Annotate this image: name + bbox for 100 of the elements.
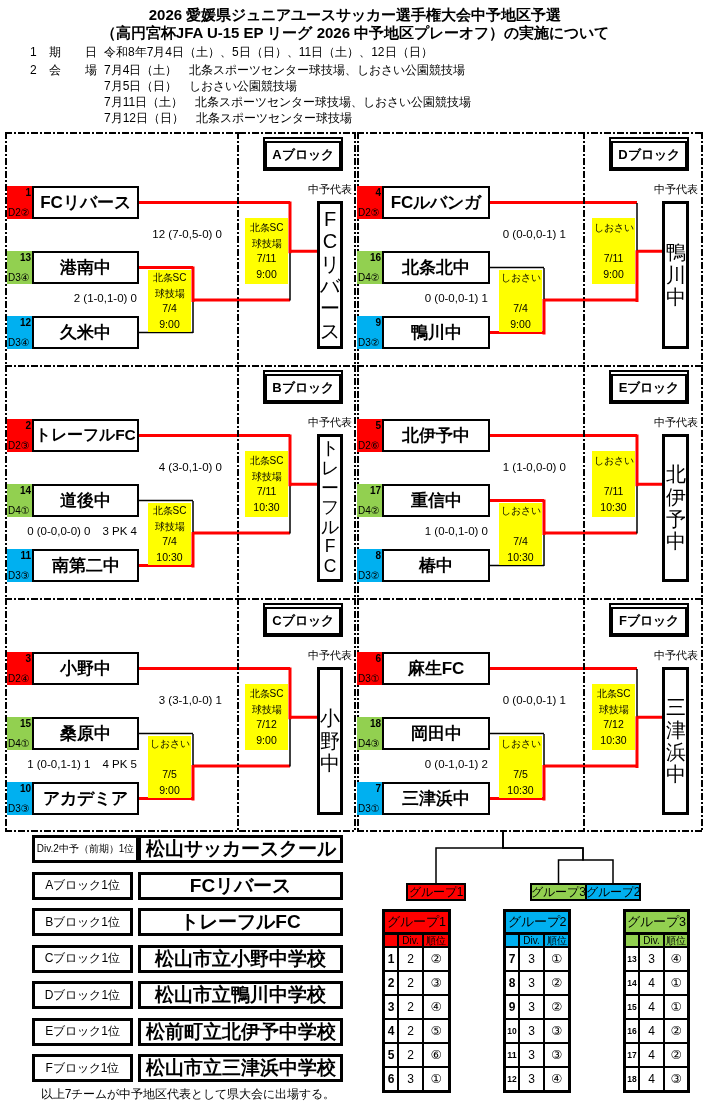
team-box: 椿中	[382, 549, 490, 582]
connector-line	[139, 797, 193, 800]
table-cell: ②	[665, 1020, 687, 1042]
table-cell: 16	[626, 1020, 638, 1042]
match-date: 7/4	[161, 301, 178, 316]
seed-number: 2	[25, 420, 31, 431]
kickoff-time: 10:30	[599, 732, 628, 748]
table-cell: 1	[385, 948, 397, 970]
division-rank: D4③	[358, 738, 380, 749]
table-cell: 2	[399, 972, 422, 994]
group-label-box: グループ1	[406, 883, 466, 901]
kickoff-time: 9:00	[158, 316, 181, 332]
venue-name: しおさい	[148, 737, 191, 751]
column-header: 順位	[424, 935, 448, 946]
venue-name: 北条SC球技場	[151, 504, 188, 534]
score-text: 4 (3-0,1-0) 0	[158, 460, 222, 475]
seed-number: 4	[375, 187, 381, 198]
team-box: トレーフルFC	[32, 419, 139, 452]
division-rank: D2⑤	[358, 207, 380, 218]
seed-number: 15	[19, 718, 31, 729]
table-cell: 3	[520, 1044, 543, 1066]
division-rank: D3①	[358, 673, 380, 684]
table-cell: 13	[626, 948, 638, 970]
table-cell: 11	[506, 1044, 518, 1066]
match-date: 7/4	[512, 534, 529, 549]
table-cell: ③	[545, 1020, 568, 1042]
match-date: 7/12	[602, 717, 625, 732]
note-text: 以上7チームが中予地区代表として県大会に出場する。	[40, 1087, 336, 1102]
seed-tag	[7, 717, 32, 750]
table-header: グループ2	[506, 912, 568, 932]
venue-name: しおさい	[499, 504, 542, 518]
division-rank: D2②	[8, 207, 30, 218]
score-text: 0 (0-1,0-1) 2	[424, 757, 488, 772]
block-frame	[5, 132, 356, 367]
column-header: 順位	[665, 935, 687, 946]
kickoff-time: 10:30	[599, 499, 628, 515]
kickoff-time: 10:30	[155, 549, 184, 565]
block-title-box: Eブロック	[609, 370, 689, 404]
table-header: グループ3	[626, 912, 687, 932]
schedule-text: 7月12日（日） 北条スポーツセンター球技場	[104, 111, 353, 126]
group-label-box: グループ3	[530, 883, 587, 901]
venue-name: 北条SC球技場	[151, 271, 188, 301]
block-frame	[5, 365, 356, 600]
table-cell: 3	[520, 1068, 543, 1090]
score-text: 1 (0-0,1-1) 1 4 PK 5	[27, 757, 137, 772]
seed-number: 16	[369, 252, 381, 263]
connector-line	[290, 482, 317, 486]
score-text: 1 (0-0,1-0) 0	[424, 524, 488, 539]
caption-text: 中予代表	[653, 648, 698, 662]
table-cell: 15	[626, 996, 638, 1018]
block-title-box: Dブロック	[609, 137, 689, 171]
seed-number: 1	[25, 187, 31, 198]
table-cell: 4	[640, 972, 663, 994]
block-title-box: Bブロック	[263, 370, 343, 404]
column-header: Div.	[640, 935, 663, 946]
table-cell: 3	[640, 948, 663, 970]
seed-tag	[7, 251, 32, 284]
score-text: 0 (0-0,0-0) 0 3 PK 4	[27, 524, 137, 539]
match-date: 7/4	[512, 301, 529, 316]
table-cell: 18	[626, 1068, 638, 1090]
connector-line	[139, 667, 290, 670]
division-rank: D4②	[358, 272, 380, 283]
team-box: 南第二中	[32, 549, 139, 582]
venue-name: しおさい	[499, 271, 542, 285]
connector-line	[138, 499, 194, 502]
team-box: 久米中	[32, 316, 139, 349]
table-cell: 12	[506, 1068, 518, 1090]
team-box: 岡田中	[382, 717, 490, 750]
qualifier-name-box: 松山市立鴨川中学校	[138, 981, 343, 1009]
connector-line	[637, 249, 662, 253]
team-box: 重信中	[382, 484, 490, 517]
match-date: 7/5	[161, 767, 178, 782]
block-title-box: Fブロック	[609, 603, 689, 637]
connector-line	[139, 434, 290, 437]
winner-name: トレーフルFC	[321, 439, 339, 577]
table-cell: 2	[399, 1044, 422, 1066]
connector-line	[139, 266, 193, 269]
seed-tag	[7, 419, 32, 452]
connector-line	[490, 331, 544, 334]
table-cell: 17	[626, 1044, 638, 1066]
division-rank: D4①	[8, 738, 30, 749]
venue-name: しおさい	[592, 221, 635, 235]
venue-name: 北条SC球技場	[248, 687, 285, 717]
kickoff-time: 9:00	[255, 266, 278, 282]
match-date: 7/11	[255, 484, 278, 499]
team-box: FCルバンガ	[382, 186, 490, 219]
table-cell: ③	[545, 1044, 568, 1066]
table-cell: ④	[665, 948, 687, 970]
table-cell: 3	[520, 1020, 543, 1042]
seed-tag	[7, 484, 32, 517]
match-date: 7/11	[602, 251, 625, 266]
division-rank: D3②	[358, 337, 380, 348]
score-text: 0 (0-0,0-1) 1	[424, 291, 488, 306]
qualifier-label-box: Eブロック1位	[32, 1017, 133, 1046]
venue-name: しおさい	[592, 454, 635, 468]
qualifier-label-box: Dブロック1位	[32, 981, 133, 1009]
winner-name: FCリバース	[320, 207, 340, 343]
team-box: 桑原中	[32, 717, 139, 750]
match-date: 7/5	[512, 767, 529, 782]
qualifier-name-box: 松前町立北伊予中学校	[138, 1017, 343, 1046]
